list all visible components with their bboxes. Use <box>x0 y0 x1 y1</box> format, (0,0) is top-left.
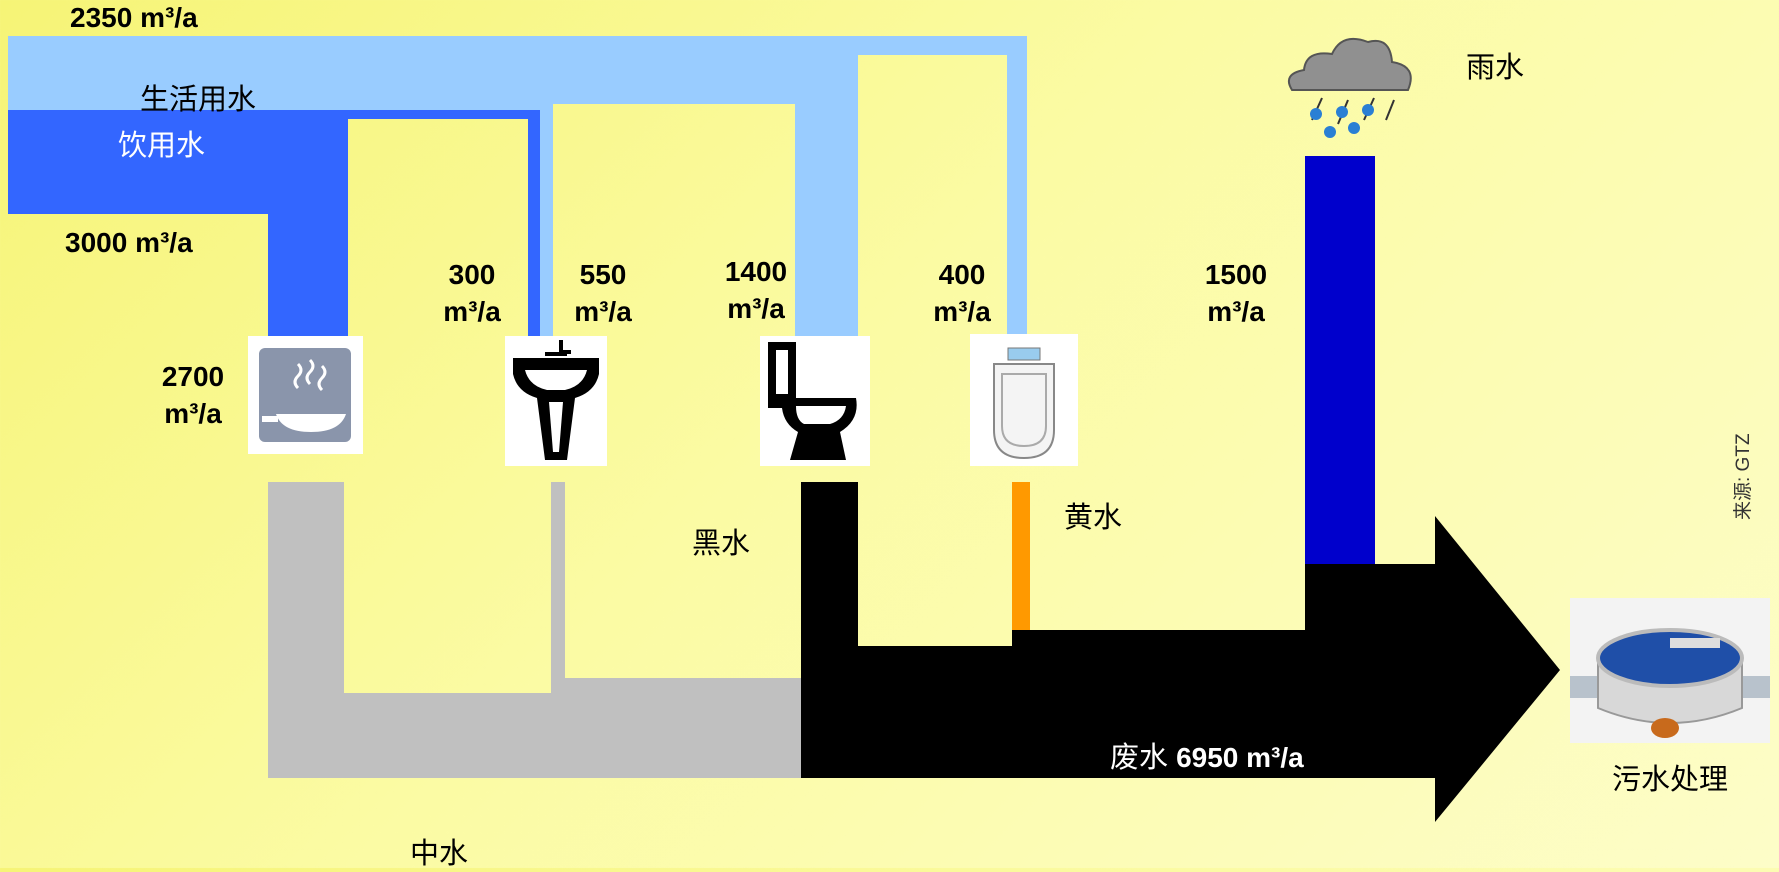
sink-flow-value: 300 m³/a <box>443 259 501 327</box>
sink-icon-graphic <box>513 340 599 460</box>
urinal-icon-graphic <box>993 347 1055 460</box>
kitchen-icon <box>248 336 363 454</box>
rain-cloud-icon <box>1288 38 1412 138</box>
drinking-water-flow <box>8 110 540 336</box>
kitchen-flow-label: 2700 m³/a <box>148 358 238 432</box>
kitchen-icon-graphic <box>259 348 351 442</box>
drinking-water-label: 饮用水 <box>118 130 206 162</box>
toilet-flow-value: 1400 m³/a <box>724 256 788 324</box>
sink-icon <box>505 336 607 466</box>
black-water-flow <box>801 482 1560 822</box>
household-flow-label: 2350 m³/a <box>70 2 198 33</box>
rain-water-label: 雨水 <box>1466 52 1525 84</box>
toilet-flow-label: 1400 m³/a <box>714 253 798 327</box>
basin-flow-label: 550 m³/a <box>561 256 645 330</box>
urinal-flow-value: 400 m³/a <box>933 259 991 327</box>
kitchen-flow-value: 2700 m³/a <box>161 361 225 429</box>
rain-flow-label: 1500 m³/a <box>1194 256 1278 330</box>
rain-water-flow <box>1305 156 1375 564</box>
household-water-label: 生活用水 <box>140 84 257 116</box>
rain-flow-value: 1500 m³/a <box>1204 259 1268 327</box>
grey-water-flow <box>268 482 801 778</box>
wastewater-flow: 6950 m³/a <box>1176 742 1304 773</box>
urinal-flow-label: 400 m³/a <box>920 256 1004 330</box>
wastewater-prefix: 废水 <box>1110 742 1177 774</box>
drinking-flow-label: 3000 m³/a <box>65 227 193 258</box>
toilet-icon <box>760 336 870 466</box>
black-water-label: 黑水 <box>692 528 751 560</box>
treatment-label: 污水处理 <box>1612 764 1729 796</box>
treatment-plant-icon-graphic <box>1570 628 1770 738</box>
grey-water-label: 中水 <box>410 838 469 870</box>
source-credit: 来源: GTZ <box>1733 433 1754 520</box>
treatment-plant-icon <box>1570 598 1770 743</box>
basin-flow-value: 550 m³/a <box>574 259 632 327</box>
wastewater-label: 废水 6950 m³/a <box>1110 734 1304 776</box>
sink-flow-label: 300 m³/a <box>430 256 514 330</box>
yellow-water-label: 黄水 <box>1064 502 1123 534</box>
toilet-icon-graphic <box>768 342 857 460</box>
urinal-icon <box>970 334 1078 466</box>
yellow-water-flow <box>1012 482 1030 630</box>
household-water-flow <box>8 36 1027 336</box>
